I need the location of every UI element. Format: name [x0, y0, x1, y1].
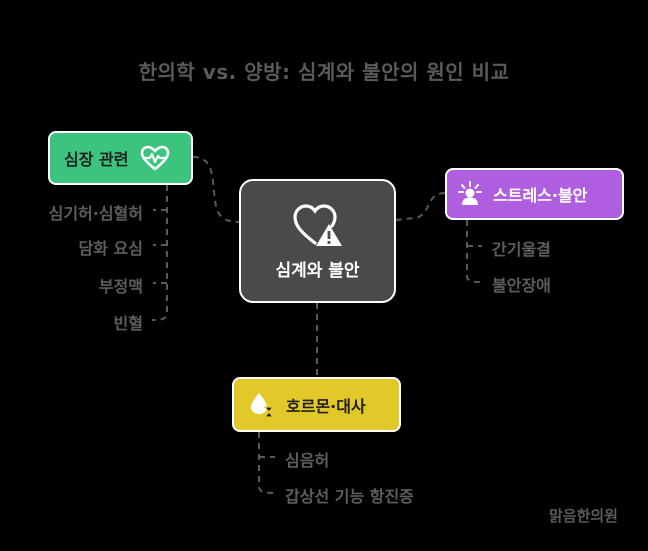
leaf-stress-1: 간기울결 [492, 240, 551, 259]
leaf-heart-4: 빈혈 [113, 314, 143, 333]
leaf-heart-3: 부정맥 [98, 277, 143, 296]
connector-hormone-leaves [258, 432, 276, 494]
central-node-label: 심계와 불안 [275, 260, 360, 281]
connector-heart-leaves [151, 185, 168, 321]
node-stress-label: 스트레스·불안 [493, 186, 588, 205]
connector-stress-leaves [466, 220, 483, 283]
leaf-stress-2: 불안장애 [492, 276, 551, 295]
central-node: 심계와 불안 [239, 179, 396, 303]
leaf-heart-2: 담화 요심 [78, 239, 143, 258]
connector-heart [192, 156, 241, 223]
diagram-title: 한의학 vs. 양방: 심계와 불안의 원인 비교 [138, 60, 510, 84]
node-hormone-label: 호르몬·대사 [286, 396, 366, 416]
heart-pulse-icon [140, 145, 170, 171]
node-heart-label: 심장 관련 [64, 150, 129, 169]
node-hormone-metabolism: 호르몬·대사 [232, 377, 401, 432]
node-stress-anxiety: 스트레스·불안 [445, 168, 624, 220]
leaf-hormone-2: 갑상선 기능 항진증 [285, 487, 414, 506]
leaf-heart-1: 심기허·심혈허 [48, 204, 143, 223]
node-heart-related: 심장 관련 [48, 131, 193, 185]
connector-stress [395, 192, 446, 221]
drop-hourglass-icon [248, 391, 276, 419]
watermark: 맑음한의원 [548, 507, 618, 525]
stressed-person-icon [457, 181, 483, 207]
leaf-hormone-1: 심음허 [285, 451, 330, 470]
heart-warning-icon [291, 202, 345, 248]
